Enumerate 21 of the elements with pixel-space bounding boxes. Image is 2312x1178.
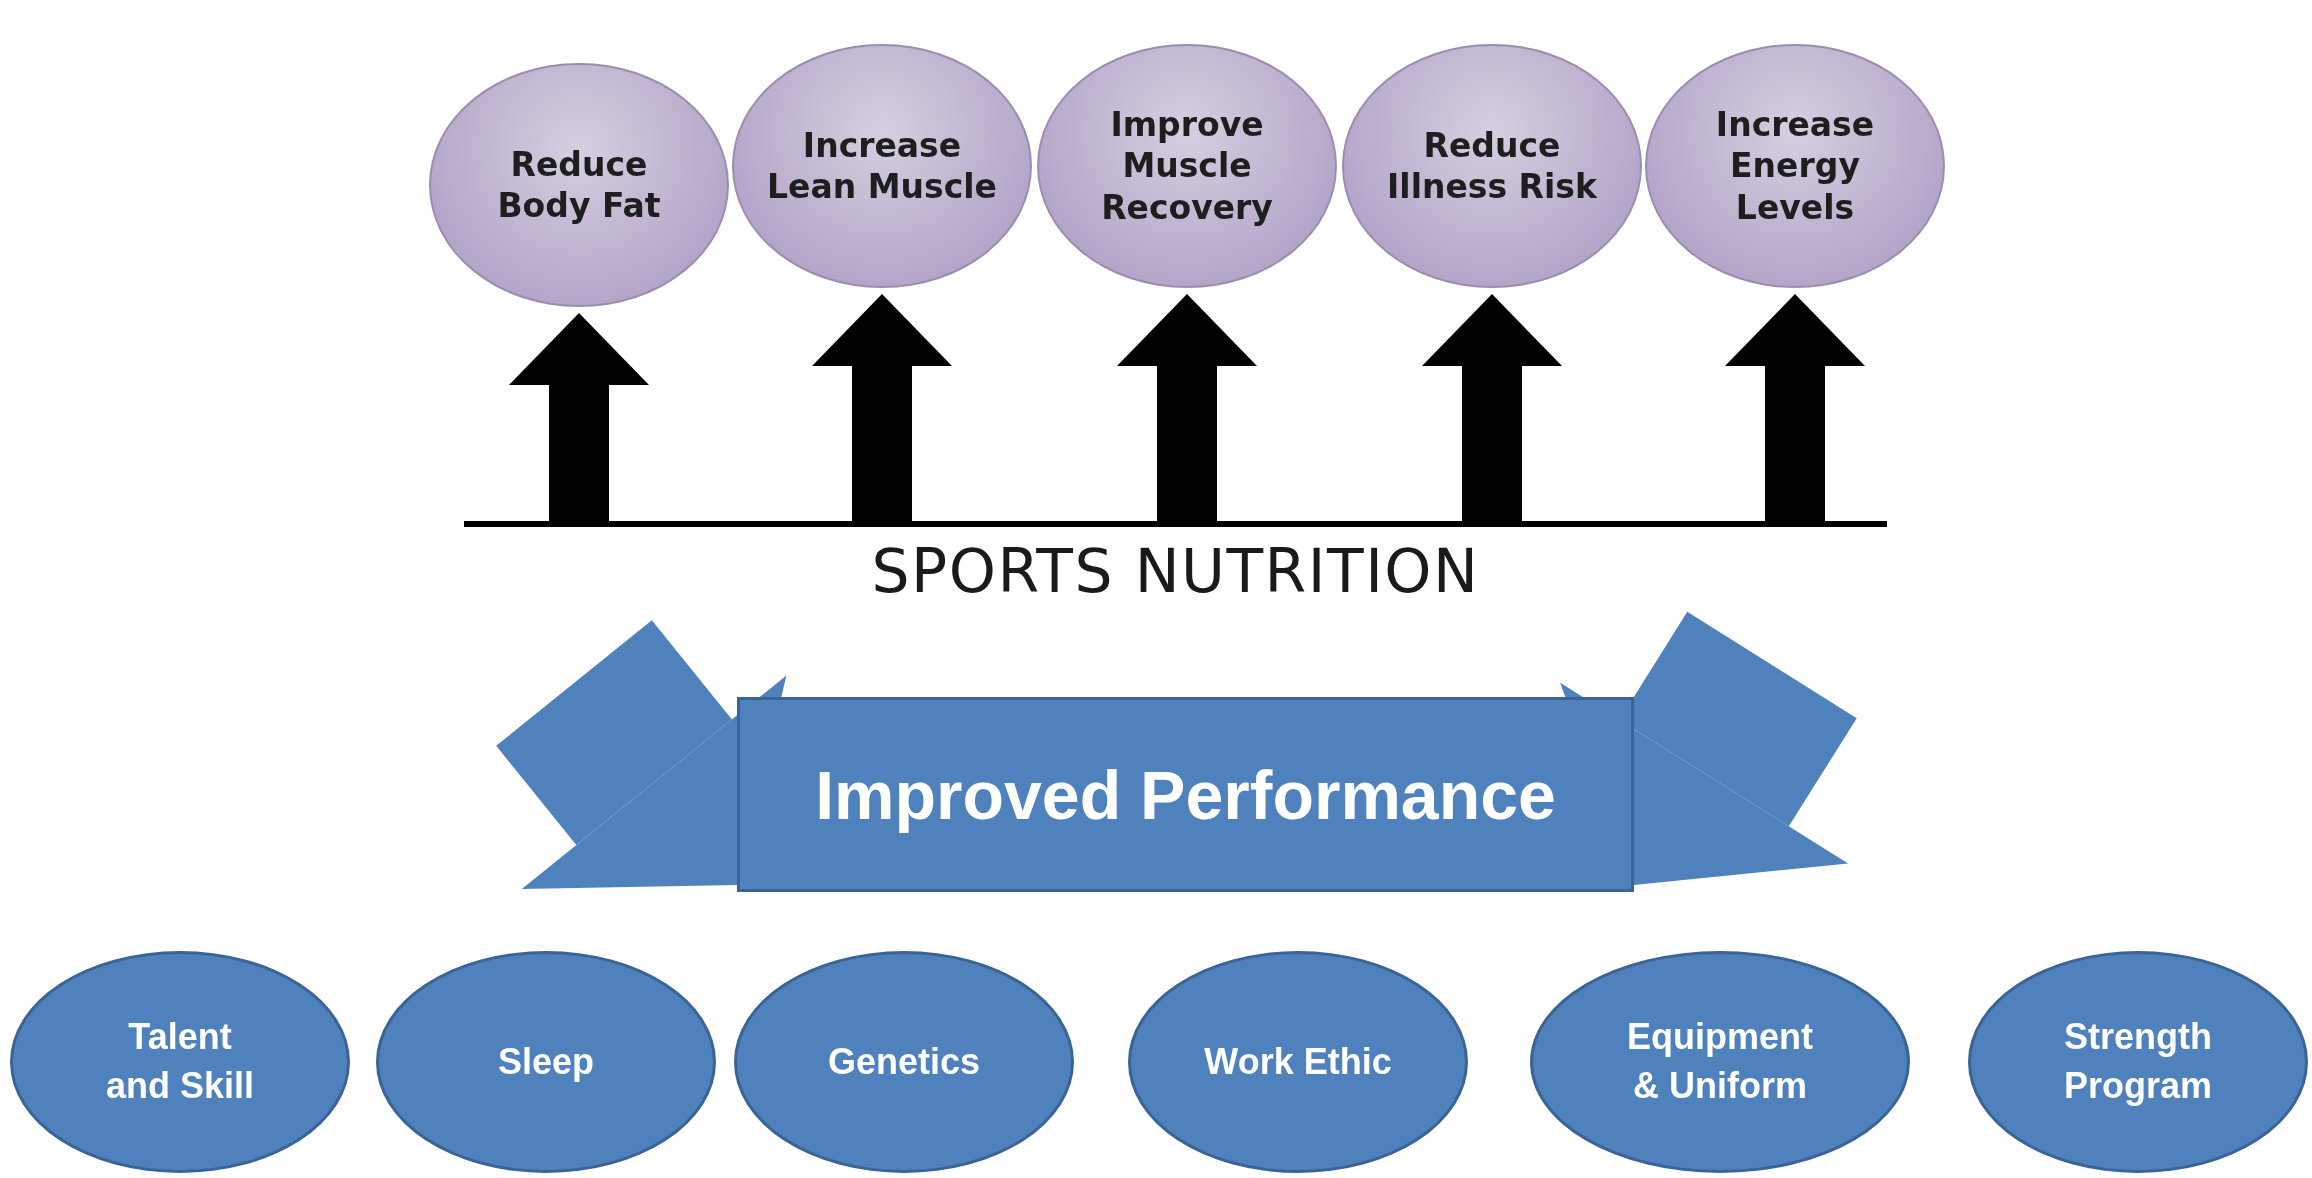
up-arrow <box>1117 294 1257 524</box>
up-arrow <box>1725 294 1865 524</box>
node-label: Increase Energy Levels <box>1714 104 1876 228</box>
result-box <box>737 697 1634 892</box>
node-label: Equipment & Uniform <box>1626 1015 1814 1108</box>
block-arrow <box>496 620 787 890</box>
node-label: Reduce Illness Risk <box>1386 124 1599 208</box>
node-label: Improved Performance <box>815 755 1556 835</box>
node-label: Work Ethic <box>1204 1039 1392 1084</box>
node-label: SPORTS NUTRITION <box>871 537 1480 606</box>
node-label: Improve Muscle Recovery <box>1100 104 1274 228</box>
node-label: Sleep <box>497 1039 594 1084</box>
block-arrow <box>1560 611 1857 885</box>
node-label: Reduce Body Fat <box>496 143 662 227</box>
node-label: Talent and Skill <box>104 1015 255 1108</box>
node-label: Increase Lean Muscle <box>767 124 997 208</box>
up-arrow <box>509 313 649 524</box>
node-label: Genetics <box>827 1039 981 1084</box>
up-arrow <box>812 294 952 524</box>
up-arrow <box>1422 294 1562 524</box>
node-label: Strength Program <box>2062 1015 2213 1108</box>
